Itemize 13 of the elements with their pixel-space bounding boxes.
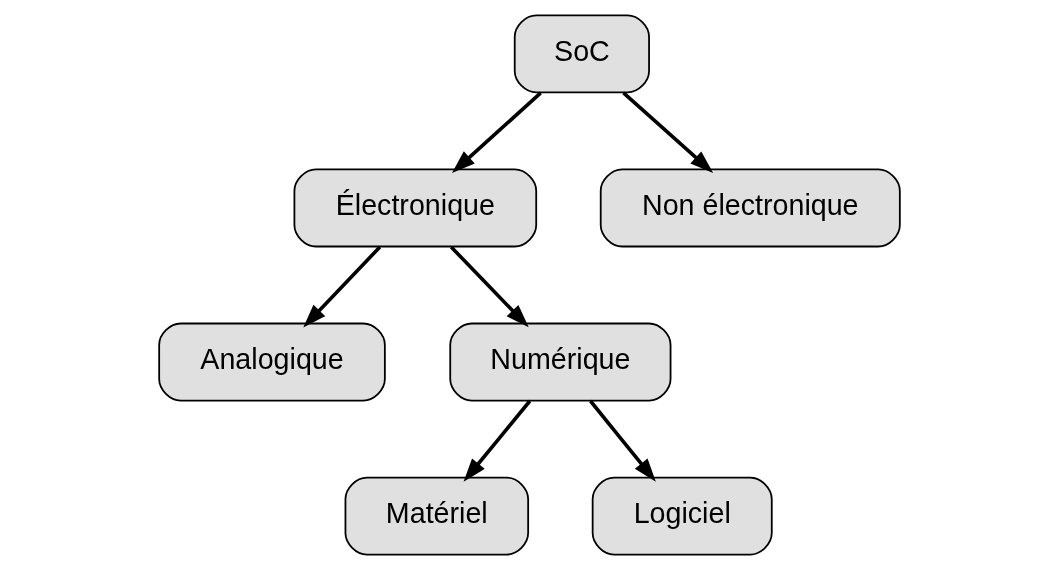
- arrow: [622, 91, 714, 173]
- node-box: Logiciel: [591, 476, 773, 556]
- node-box: Numérique: [449, 322, 672, 402]
- arrow: [449, 245, 529, 328]
- arrow: [452, 91, 542, 174]
- node-box: Matériel: [344, 476, 530, 556]
- node-box: Non électronique: [599, 168, 901, 248]
- arrow: [303, 245, 382, 328]
- node-box: SoC: [513, 14, 650, 94]
- arrow: [463, 399, 532, 482]
- node-box: Analogique: [158, 322, 386, 402]
- node-box: Électronique: [293, 168, 538, 248]
- arrow: [589, 399, 656, 482]
